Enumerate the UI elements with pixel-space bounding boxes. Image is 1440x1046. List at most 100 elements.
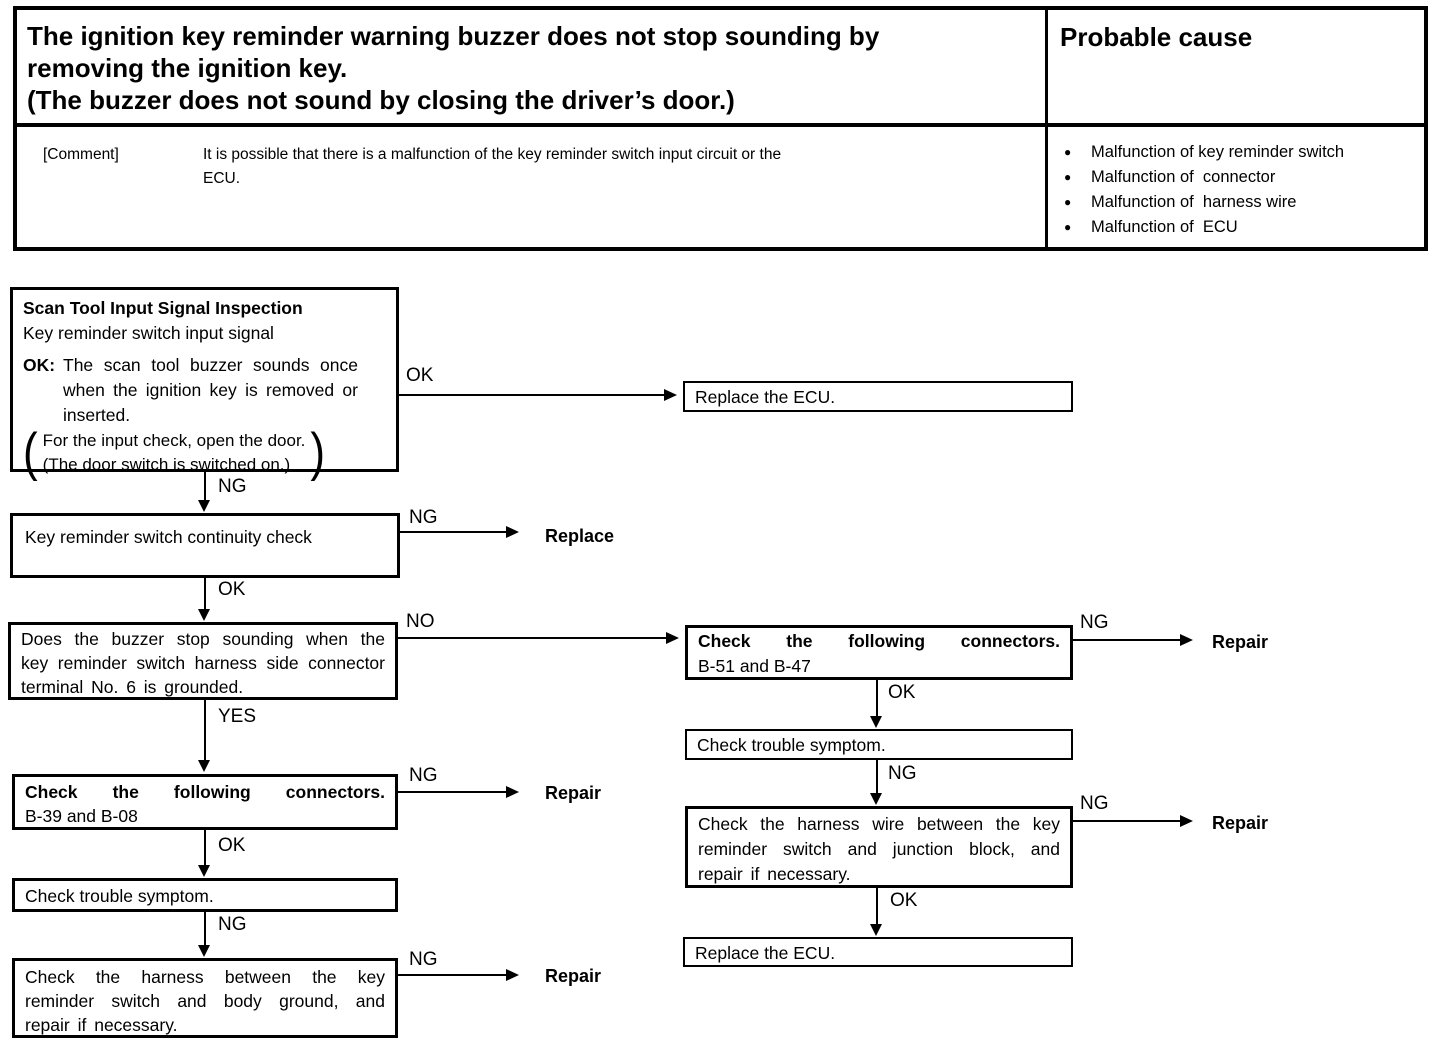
arrowhead-down-icon [198, 609, 210, 621]
edge-label-ok: OK [890, 890, 918, 911]
arrowhead-down-icon [870, 924, 882, 936]
edge-label-ng: NG [409, 949, 438, 970]
note-line-2: (The door switch is switched on.) [42, 455, 291, 474]
edge-label-ok: OK [218, 835, 246, 856]
scan-box-subtitle: Key reminder switch input signal [23, 323, 274, 343]
note-lines: For the input check, open the door. (The… [38, 429, 311, 477]
flow-box-buzzer-stop-question: Does the buzzer stop sounding when the k… [8, 622, 398, 700]
edge-label-ok: OK [888, 682, 916, 703]
comment-text-line-1: It is possible that there is a malfuncti… [203, 146, 782, 163]
terminal-replace: Replace [545, 526, 615, 546]
cause-text: Malfunction of key reminder switch [1091, 143, 1345, 161]
comment-text: It is possible that there is a malfuncti… [203, 143, 781, 247]
symptom-line-3: (The buzzer does not sound by closing th… [27, 85, 735, 115]
ok-criteria-text: The scan tool buzzer sounds once when th… [63, 355, 358, 425]
arrow-line-ng-to-harness-left [204, 912, 206, 945]
cause-text: Malfunction of harness wire [1091, 193, 1297, 211]
check-connectors-detail: B-51 and B-47 [698, 656, 811, 676]
flow-box-scan-tool-inspection: Scan Tool Input Signal Inspection Key re… [10, 287, 399, 481]
flow-box-check-harness-left: Check the harness between the key remind… [12, 958, 398, 1038]
arrowhead-right-icon [664, 389, 677, 401]
flow-box-check-trouble-symptom-right: Check trouble symptom. [685, 729, 1073, 760]
edge-label-ok: OK [406, 365, 434, 386]
arrowhead-right-icon [666, 632, 679, 644]
arrowhead-right-icon [1180, 815, 1193, 827]
arrowhead-down-icon [870, 793, 882, 805]
bullet-icon: ● [1064, 220, 1072, 234]
terminal-repair: Repair [1212, 813, 1269, 833]
arrowhead-down-icon [198, 865, 210, 877]
cause-text: Malfunction of connector [1091, 168, 1276, 186]
check-connectors-title: Check the following connectors. [25, 782, 385, 802]
note-line-1: For the input check, open the door. [42, 431, 306, 450]
bullet-icon: ● [1064, 145, 1072, 159]
arrowhead-down-icon [198, 760, 210, 772]
arrow-line-ng-to-continuity [204, 471, 206, 500]
arrow-line-no-to-connectors-right [398, 637, 666, 639]
arrow-line-ng-to-repair-3 [1073, 639, 1180, 641]
edge-label-ng: NG [1080, 793, 1109, 814]
close-paren-glyph: ) [310, 423, 326, 482]
arrow-line-ok-to-replace-ecu-bottom [876, 888, 878, 924]
arrow-line-ng-to-repair-1 [398, 791, 506, 793]
symptom-line-2: removing the ignition key. [27, 53, 348, 83]
flow-box-continuity-check: Key reminder switch continuity check [10, 513, 400, 578]
flow-box-replace-ecu-top: Replace the ECU. [683, 381, 1073, 412]
arrow-line-ng-to-harness-right [876, 760, 878, 793]
check-connectors-detail: B-39 and B-08 [25, 806, 138, 826]
flow-box-check-harness-right: Check the harness wire between the key r… [685, 806, 1073, 888]
check-connectors-title: Check the following connectors. [698, 631, 1060, 651]
arrow-line-ok-to-trouble-right [876, 678, 878, 716]
ok-prefix-label: OK: [23, 355, 56, 375]
comment-label: [Comment] [43, 146, 119, 163]
arrow-line-ok-to-buzzer-question [204, 578, 206, 609]
terminal-repair: Repair [545, 783, 602, 803]
comment-text-line-2: ECU. [203, 170, 241, 187]
arrowhead-right-icon [506, 969, 519, 981]
list-item: ● Malfunction of key reminder switch [1064, 140, 1424, 165]
edge-label-ng: NG [218, 914, 247, 935]
flow-box-check-connectors-right: Check the following connectors. B-51 and… [685, 625, 1073, 680]
probable-cause-header: Probable cause [1048, 10, 1424, 127]
list-item: ● Malfunction of harness wire [1064, 190, 1424, 215]
open-paren-glyph: ( [23, 423, 38, 482]
edge-label-yes: YES [218, 706, 257, 727]
arrow-line-ng-to-repair-2 [398, 974, 506, 976]
arrowhead-down-icon [198, 945, 210, 957]
arrow-line-ng-to-replace [400, 531, 506, 533]
arrowhead-down-icon [870, 716, 882, 728]
edge-label-ok: OK [218, 579, 246, 600]
symptom-description: The ignition key reminder warning buzzer… [17, 10, 1048, 127]
edge-label-ng: NG [409, 765, 438, 786]
terminal-repair: Repair [1212, 632, 1269, 652]
arrowhead-right-icon [506, 526, 519, 538]
bullet-icon: ● [1064, 170, 1072, 184]
edge-label-ng: NG [409, 507, 438, 528]
flow-box-check-trouble-symptom-left: Check trouble symptom. [12, 878, 398, 912]
arrow-line-yes-to-connectors-left [204, 698, 206, 760]
bullet-icon: ● [1064, 195, 1072, 209]
comment-row: [Comment] It is possible that there is a… [17, 127, 1048, 247]
symptom-line-1: The ignition key reminder warning buzzer… [27, 21, 880, 51]
edge-label-ng: NG [218, 476, 247, 497]
edge-label-no: NO [406, 611, 435, 632]
arrow-line-ok-to-trouble-left [204, 830, 206, 865]
arrow-line-ng-to-repair-4 [1073, 820, 1180, 822]
edge-label-ng: NG [888, 763, 917, 784]
symptom-table: The ignition key reminder warning buzzer… [13, 6, 1428, 251]
arrowhead-right-icon [1180, 634, 1193, 646]
edge-label-ng: NG [1080, 612, 1109, 633]
terminal-repair: Repair [545, 966, 602, 986]
arrowhead-down-icon [198, 500, 210, 512]
list-item: ● Malfunction of ECU [1064, 215, 1424, 240]
scan-box-note: ( For the input check, open the door. (T… [23, 424, 386, 482]
probable-cause-list: ● Malfunction of key reminder switch ● M… [1048, 127, 1424, 247]
arrowhead-right-icon [506, 786, 519, 798]
scan-box-title: Scan Tool Input Signal Inspection [23, 298, 303, 318]
flow-box-replace-ecu-bottom: Replace the ECU. [683, 937, 1073, 967]
arrow-line-ok-to-replace-ecu-top [399, 394, 664, 396]
list-item: ● Malfunction of connector [1064, 165, 1424, 190]
flow-box-check-connectors-left: Check the following connectors. B-39 and… [12, 774, 398, 830]
cause-text: Malfunction of ECU [1091, 218, 1238, 236]
